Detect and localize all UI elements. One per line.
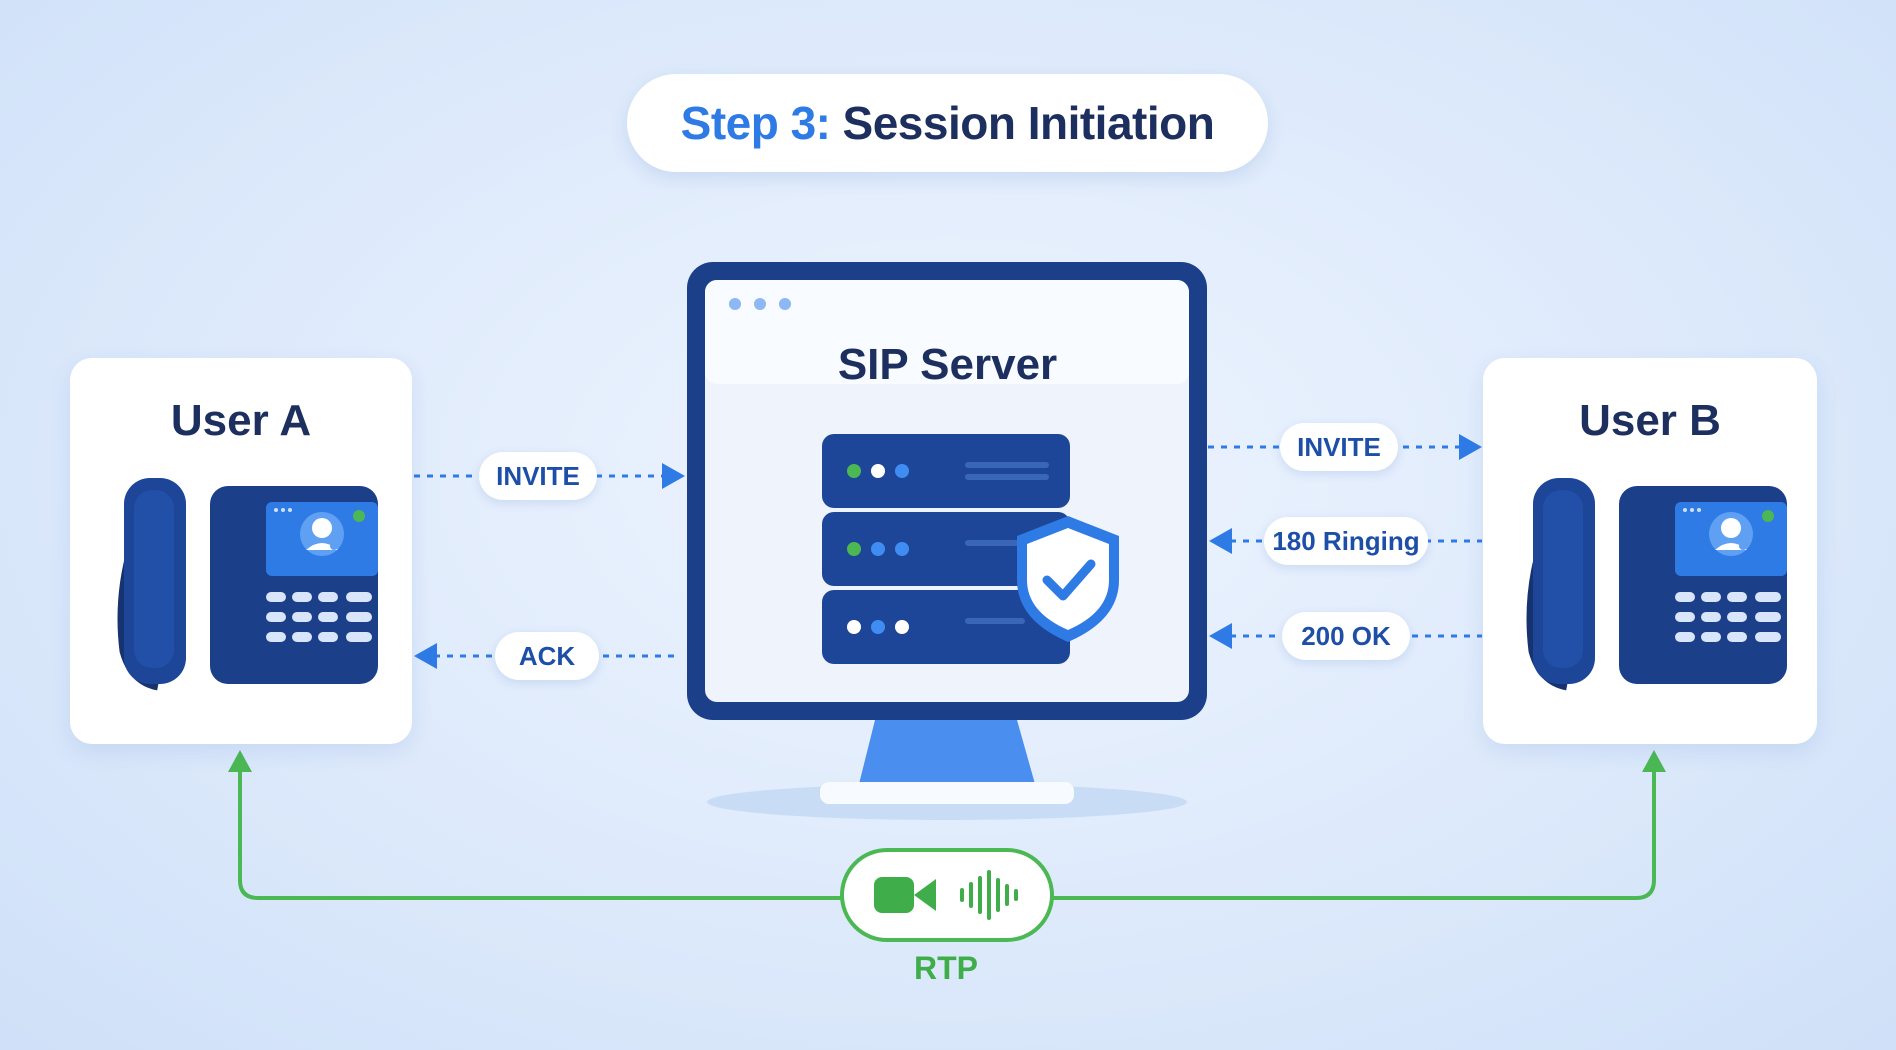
server-rack-icon [822,434,1070,664]
sip-server-label: SIP Server [837,340,1058,389]
ok-b-arrowhead [1209,623,1232,649]
msg-invite-b: INVITE [1280,423,1398,471]
rtp-media-pill [840,848,1054,942]
ringing-b-arrowhead [1209,528,1232,554]
desk-phone-icon [117,478,378,691]
sound-wave-icon [960,870,1018,920]
user-b-name: User B [1579,396,1721,445]
user-a-name: User A [170,396,312,445]
invite-b-arrowhead [1459,434,1482,460]
video-camera-icon [874,877,936,913]
title-text: Session Initiation [842,97,1215,149]
msg-180-ringing: 180 Ringing [1264,517,1428,565]
shield-check-icon [1017,516,1119,642]
user-b-card: User B [1483,358,1817,744]
msg-ack-a: ACK [495,632,599,680]
title-step: Step 3: [680,97,831,149]
invite-a-arrowhead [662,463,685,489]
msg-200-ok: 200 OK [1282,612,1410,660]
user-a-card: User A [70,358,412,744]
diagram-title: Step 3: Session Initiation [627,74,1268,172]
rtp-arrowhead-a [228,750,252,772]
rtp-arrowhead-b [1642,750,1666,772]
rtp-label: RTP [914,950,978,986]
sip-server-monitor [687,262,1207,820]
desk-phone-icon [1526,478,1787,691]
ack-a-arrowhead [414,643,437,669]
msg-invite-a: INVITE [479,452,597,500]
